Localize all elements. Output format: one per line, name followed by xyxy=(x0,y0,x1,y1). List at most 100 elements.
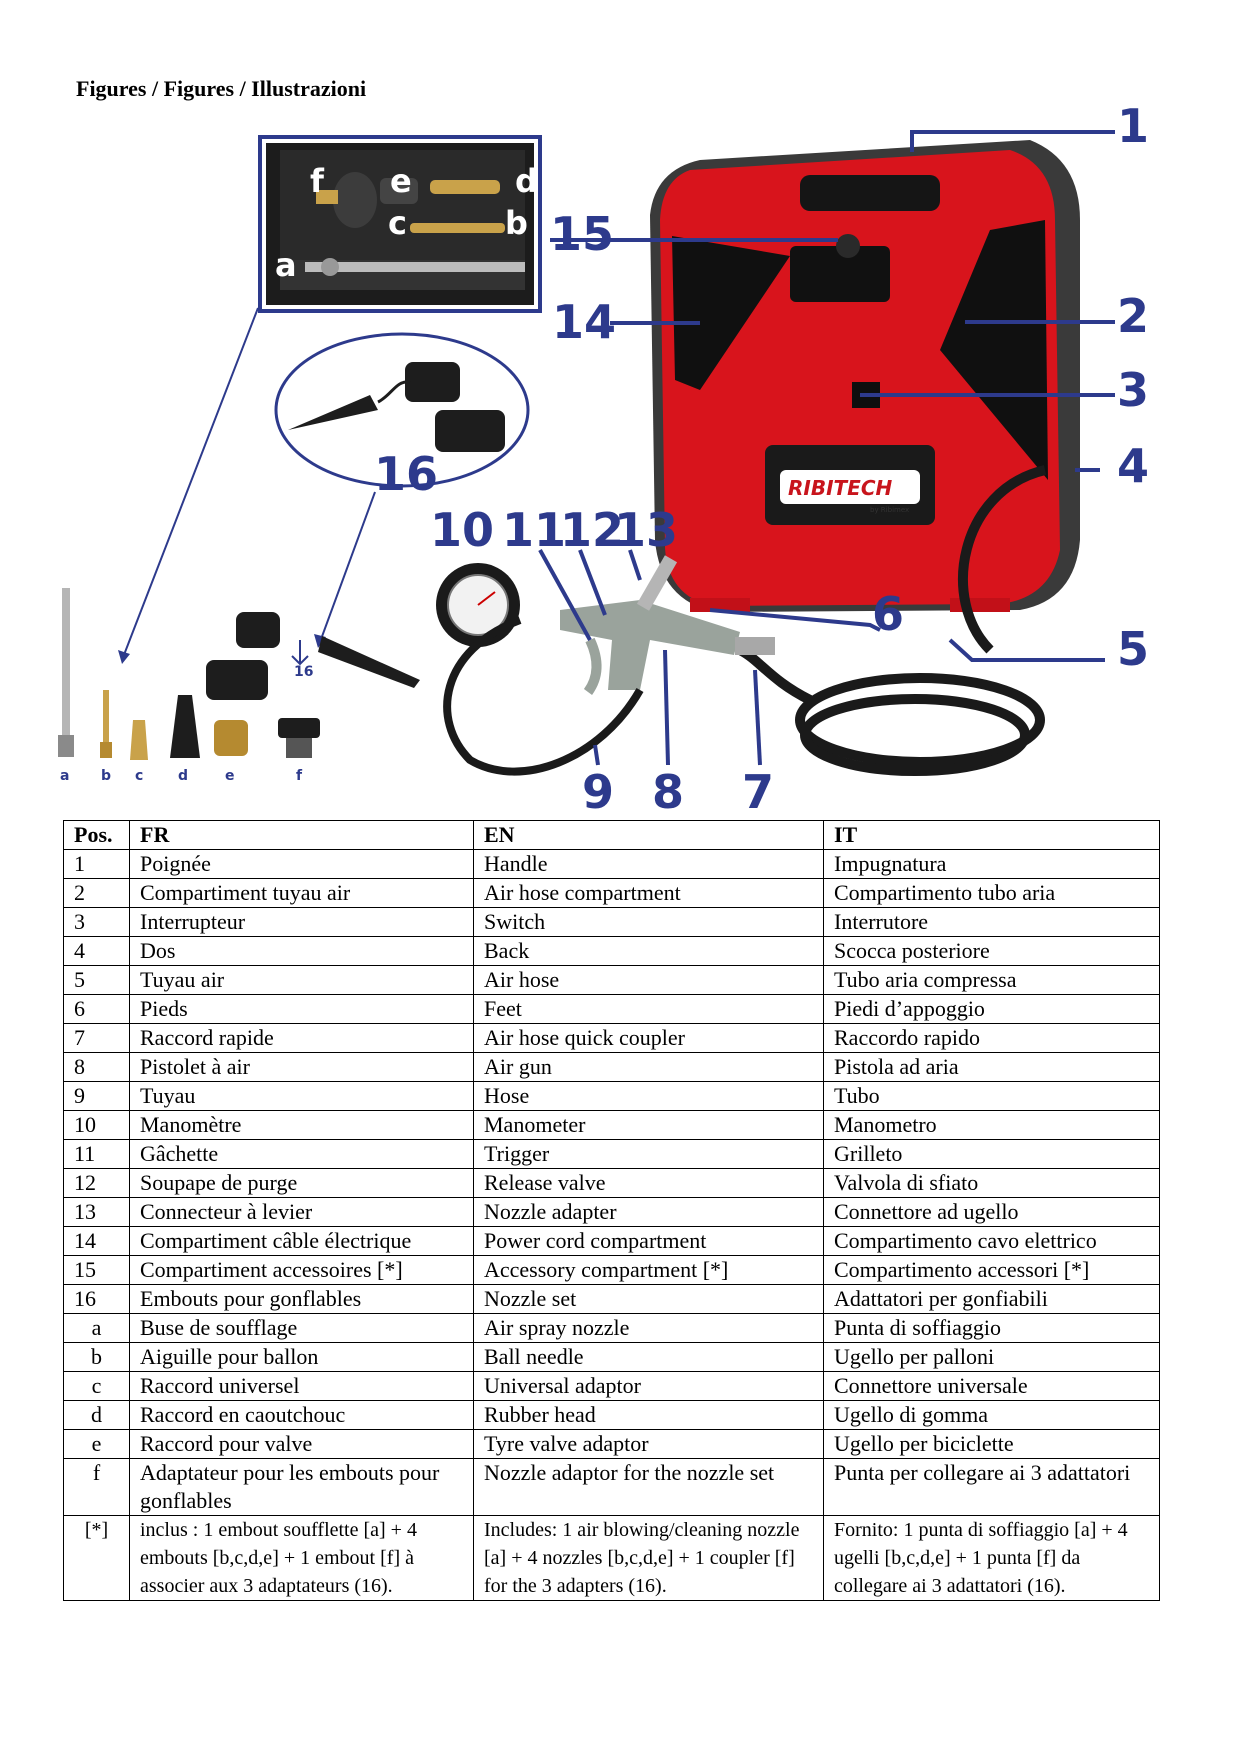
callout-11: 11 xyxy=(502,503,566,557)
nozzle-letter-e: e xyxy=(225,768,235,784)
row-fr: Aiguille pour ballon xyxy=(129,1342,474,1372)
callout-1: 1 xyxy=(1117,99,1149,153)
row-pos: 12 xyxy=(63,1168,130,1198)
row-en: Release valve xyxy=(473,1168,824,1198)
row-it: Tubo xyxy=(823,1081,1160,1111)
row-en: Feet xyxy=(473,994,824,1024)
row-it: Manometro xyxy=(823,1110,1160,1140)
row-pos: 4 xyxy=(63,936,130,966)
tyre-inflator xyxy=(436,555,775,776)
row-en: Includes: 1 air blowing/cleaning nozzle … xyxy=(473,1515,824,1601)
nozzle-letters: a b c d e f xyxy=(60,768,303,784)
row-pos: b xyxy=(63,1342,130,1372)
brand-sub: by Ribimex xyxy=(870,506,909,514)
row-en: Tyre valve adaptor xyxy=(473,1429,824,1459)
row-it: Pistola ad aria xyxy=(823,1052,1160,1082)
row-en: Nozzle adapter xyxy=(473,1197,824,1227)
row-en: Switch xyxy=(473,907,824,937)
row-en: Nozzle adaptor for the nozzle set xyxy=(473,1458,824,1516)
row-it: Piedi d’appoggio xyxy=(823,994,1160,1024)
row-it: Ugello per biciclette xyxy=(823,1429,1160,1459)
row-pos: 14 xyxy=(63,1226,130,1256)
nozzle-letter-f: f xyxy=(296,768,303,784)
callout-12: 12 xyxy=(560,503,624,557)
callout-10: 10 xyxy=(430,503,494,557)
row-pos: 1 xyxy=(63,849,130,879)
row-en: Handle xyxy=(473,849,824,879)
accessory-inset: f e d c b a xyxy=(258,135,542,313)
row-pos: 10 xyxy=(63,1110,130,1140)
row-it: Interrutore xyxy=(823,907,1160,937)
row-en: Universal adaptor xyxy=(473,1371,824,1401)
row-fr: Pistolet à air xyxy=(129,1052,474,1082)
row-en: Rubber head xyxy=(473,1400,824,1430)
row-it: Connettore ad ugello xyxy=(823,1197,1160,1227)
row-fr: Raccord universel xyxy=(129,1371,474,1401)
row-it: Ugello per palloni xyxy=(823,1342,1160,1372)
row-it: Compartimento tubo aria xyxy=(823,878,1160,908)
callout-15: 15 xyxy=(550,207,614,261)
row-pos: d xyxy=(63,1400,130,1430)
row-fr: Adaptateur pour les embouts pour gonflab… xyxy=(129,1458,474,1516)
row-fr: Dos xyxy=(129,936,474,966)
callout-14: 14 xyxy=(552,295,616,349)
row-it: Compartimento cavo elettrico xyxy=(823,1226,1160,1256)
row-it: Ugello di gomma xyxy=(823,1400,1160,1430)
callout-5: 5 xyxy=(1117,622,1149,676)
callout-9: 9 xyxy=(582,765,614,819)
row-pos: 7 xyxy=(63,1023,130,1053)
row-en: Ball needle xyxy=(473,1342,824,1372)
row-pos: 6 xyxy=(63,994,130,1024)
callout-8: 8 xyxy=(652,765,684,819)
row-en: Manometer xyxy=(473,1110,824,1140)
nozzle-letter-c: c xyxy=(135,768,143,784)
callout-7: 7 xyxy=(742,765,774,819)
row-en: Hose xyxy=(473,1081,824,1111)
row-it: Tubo aria compressa xyxy=(823,965,1160,995)
row-pos: 16 xyxy=(63,1284,130,1314)
compressor-figure: f e d c b a 16 16 a b c d xyxy=(58,99,1149,819)
inset-letter-b: b xyxy=(505,204,528,242)
row-fr: Interrupteur xyxy=(129,907,474,937)
table-header-row: Pos. FR EN IT xyxy=(63,820,1160,850)
inset-letter-d: d xyxy=(515,162,538,200)
callout-13: 13 xyxy=(614,503,678,557)
row-fr: inclus : 1 embout soufflette [a] + 4 emb… xyxy=(129,1515,474,1601)
row-en: Air hose xyxy=(473,965,824,995)
row-fr: Manomètre xyxy=(129,1110,474,1140)
brand-logo: RIBITECH by Ribimex xyxy=(765,445,935,525)
row-fr: Tuyau xyxy=(129,1081,474,1111)
inset-letter-e: e xyxy=(390,162,412,200)
row-fr: Embouts pour gonflables xyxy=(129,1284,474,1314)
callout-numbers: 1 2 3 4 5 6 7 8 9 10 11 12 13 14 15 xyxy=(430,99,1149,819)
row-en: Air hose compartment xyxy=(473,878,824,908)
col-header-en: EN xyxy=(473,820,824,850)
row-it: Punta per collegare ai 3 adattatori xyxy=(823,1458,1160,1516)
row-it: Valvola di sfiato xyxy=(823,1168,1160,1198)
row-pos: 5 xyxy=(63,965,130,995)
row-fr: Raccord rapide xyxy=(129,1023,474,1053)
adapters-ellipse xyxy=(274,332,530,488)
row-it: Compartimento accessori [*] xyxy=(823,1255,1160,1285)
nozzle-letter-a: a xyxy=(60,768,69,784)
inset-letter-a: a xyxy=(275,246,297,284)
inset-letter-c: c xyxy=(388,204,407,242)
